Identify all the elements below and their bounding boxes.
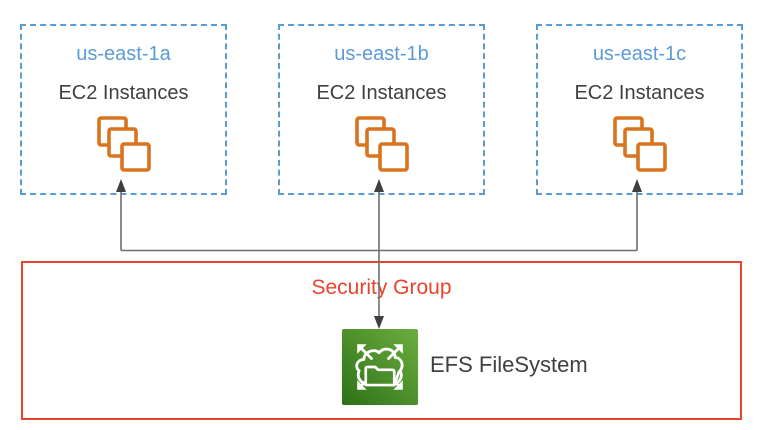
ec2-instances-icon xyxy=(612,116,667,172)
security-group-label: Security Group xyxy=(311,276,452,299)
ec2-instances-label: EC2 Instances xyxy=(58,82,189,104)
az-name-label: us-east-1b xyxy=(334,43,429,65)
efs-filesystem-icon xyxy=(342,329,418,405)
ec2-instances-icon xyxy=(96,116,151,172)
ec2-instances-label: EC2 Instances xyxy=(316,82,447,104)
ec2-instances-label: EC2 Instances xyxy=(574,82,705,104)
az-box-us-east-1c: us-east-1c EC2 Instances xyxy=(536,24,743,195)
ec2-instances-icon xyxy=(354,116,409,172)
security-group-box xyxy=(21,261,742,420)
az-box-us-east-1a: us-east-1a EC2 Instances xyxy=(20,24,227,195)
efs-filesystem-label: EFS FileSystem xyxy=(430,352,588,377)
az-name-label: us-east-1c xyxy=(592,43,687,65)
az-name-label: us-east-1a xyxy=(76,43,171,65)
az-box-us-east-1b: us-east-1b EC2 Instances xyxy=(278,24,485,195)
